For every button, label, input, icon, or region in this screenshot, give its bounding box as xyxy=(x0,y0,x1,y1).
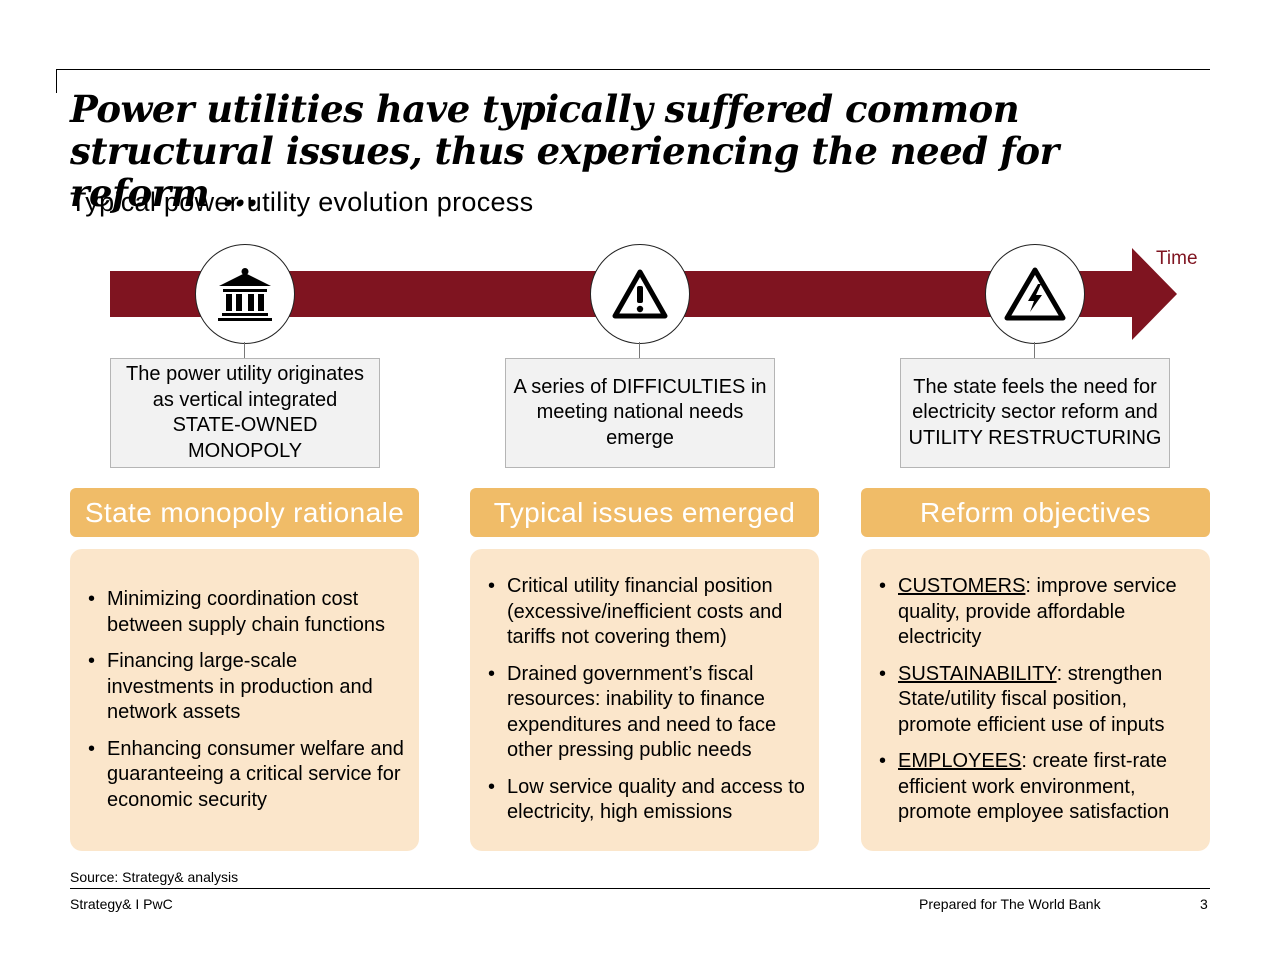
state-monopoly-list: Minimizing coordination cost between sup… xyxy=(86,587,405,813)
source-note: Source: Strategy& analysis xyxy=(70,869,239,885)
list-item: Financing large-scale investments in pro… xyxy=(86,649,405,726)
footer-brand: Strategy& I PwC xyxy=(70,896,173,912)
list-item: Enhancing consumer welfare and guarantee… xyxy=(86,737,405,814)
reform-objectives-list: CUSTOMERS: improve service quality, prov… xyxy=(877,574,1196,826)
list-item: Low service quality and access to electr… xyxy=(486,775,805,826)
reform-objectives-panel: CUSTOMERS: improve service quality, prov… xyxy=(861,549,1210,851)
footer-prepared-for: Prepared for The World Bank xyxy=(919,896,1101,912)
list-item: Drained government’s fiscal resources: i… xyxy=(486,662,805,764)
objective-text: : create first-rate efficient work envir… xyxy=(898,750,1170,824)
reform-objectives-header: Reform objectives xyxy=(861,488,1210,537)
page-title: Power utilities have typically suffered … xyxy=(70,87,1059,215)
high-voltage-icon xyxy=(1004,267,1066,321)
objective-keyword: SUSTAINABILITY xyxy=(898,662,1057,685)
warning-icon xyxy=(612,269,668,319)
list-item: Critical utility financial position (exc… xyxy=(486,574,805,651)
footer-rule xyxy=(70,888,1210,889)
typical-issues-header: Typical issues emerged xyxy=(470,488,819,537)
stage-2-connector xyxy=(639,342,640,358)
typical-issues-panel: Critical utility financial position (exc… xyxy=(470,549,819,851)
stage-3-description: The state feels the need for electricity… xyxy=(900,358,1170,468)
top-rule xyxy=(56,69,1210,70)
stage-1-icon-circle xyxy=(195,244,295,344)
list-item: Minimizing coordination cost between sup… xyxy=(86,587,405,638)
government-building-icon xyxy=(218,268,272,321)
stage-2-icon-circle xyxy=(590,244,690,344)
stage-1-connector xyxy=(244,342,245,358)
objective-keyword: EMPLOYEES xyxy=(898,750,1022,773)
page-subtitle: Typical power utility evolution process xyxy=(70,187,534,217)
typical-issues-list: Critical utility financial position (exc… xyxy=(486,574,805,826)
page-number: 3 xyxy=(1200,896,1208,912)
objective-keyword: CUSTOMERS xyxy=(898,575,1026,598)
list-item: CUSTOMERS: improve service quality, prov… xyxy=(877,574,1196,651)
stage-3-icon-circle xyxy=(985,244,1085,344)
list-item: SUSTAINABILITY: strengthen State/utility… xyxy=(877,662,1196,739)
top-corner-tick xyxy=(56,69,57,93)
state-monopoly-panel: Minimizing coordination cost between sup… xyxy=(70,549,419,851)
list-item: EMPLOYEES: create first-rate efficient w… xyxy=(877,749,1196,826)
stage-1-description: The power utility originates as vertical… xyxy=(110,358,380,468)
stage-2-description: A series of DIFFICULTIES in meeting nati… xyxy=(505,358,775,468)
objective-text: : strengthen State/utility fiscal positi… xyxy=(898,662,1165,736)
stage-3-connector xyxy=(1034,342,1035,358)
state-monopoly-header: State monopoly rationale xyxy=(70,488,419,537)
objective-text: : improve service quality, provide affor… xyxy=(898,575,1177,649)
time-axis-label: Time xyxy=(1156,248,1198,269)
